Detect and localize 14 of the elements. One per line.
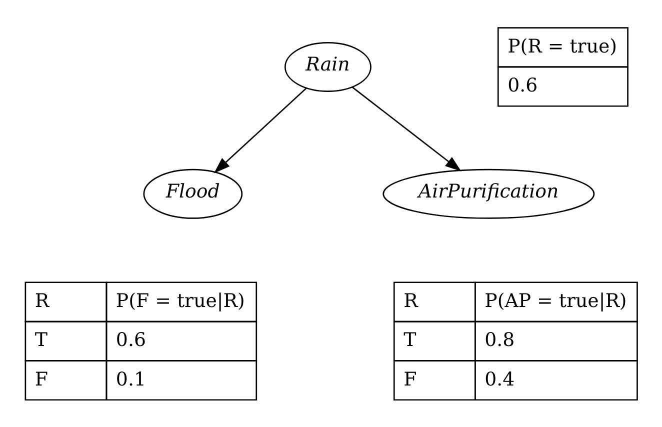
label: P(R = true) (508, 35, 618, 58)
label: T (34, 329, 48, 352)
label: 0.8 (484, 329, 515, 352)
label: 0.4 (484, 368, 515, 390)
label: R (34, 290, 50, 312)
label: R (404, 290, 418, 312)
label: 0.6 (508, 74, 538, 97)
label: P(F = true|R) (116, 290, 245, 312)
label: 0.6 (116, 329, 146, 352)
label: P(AP = true|R) (484, 290, 627, 312)
label: T (404, 329, 416, 352)
label: F (34, 368, 48, 390)
label: 0.1 (116, 368, 146, 390)
label: F (404, 368, 417, 390)
